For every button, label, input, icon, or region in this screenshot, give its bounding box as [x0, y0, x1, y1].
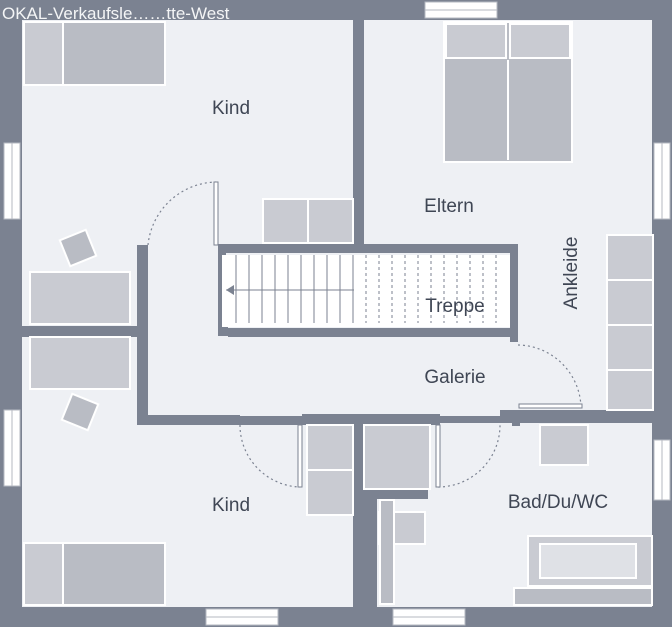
shower-tray: [363, 424, 431, 490]
washbasin: [539, 424, 589, 466]
wall-treppe-top: [218, 244, 518, 253]
furniture: [23, 21, 654, 606]
floor-galerie-south: [240, 336, 518, 416]
door-leaf-kind-bottom: [297, 424, 303, 488]
bathtub-basin: [539, 543, 637, 579]
doors: [147, 181, 582, 488]
watermark-text: OKAL-Verkaufsle……tte-West: [2, 4, 230, 23]
toilet-cistern: [379, 499, 395, 605]
pillow-eltern-left: [445, 23, 507, 59]
wall-galerie-south-west: [137, 415, 239, 425]
door-leaf-eltern: [518, 403, 583, 409]
wall-kind-eltern: [353, 20, 364, 246]
room-label-eltern: Eltern: [424, 196, 474, 217]
room-label-treppe: Treppe: [425, 296, 485, 317]
wall-kind-bad: [353, 415, 364, 607]
pillow-eltern-right: [509, 23, 571, 59]
desk-kind-top: [29, 271, 131, 325]
chair-kind-top: [58, 228, 98, 268]
pillow-kind-bottom: [23, 542, 64, 606]
door-swing-eltern: [517, 344, 582, 409]
stairs-arrow-icon: [226, 285, 234, 295]
wardrobe-ankleide: [606, 234, 654, 411]
wall-bad-stub: [512, 410, 520, 426]
bathtub-ledge: [513, 587, 653, 606]
stairs: [222, 255, 510, 327]
room-label-bad: Bad/Du/WC: [508, 492, 608, 513]
pillow-kind-top: [23, 21, 64, 86]
chair-kind-bottom: [60, 392, 100, 432]
desk-kind-bottom: [29, 336, 131, 390]
room-label-ankleide: Ankleide: [561, 237, 582, 310]
wall-bad-top: [500, 410, 652, 423]
door-swing-kind-top: [147, 181, 217, 246]
windows: [3, 1, 671, 626]
door-leaf-kind-top: [213, 181, 219, 246]
door-leaf-bad: [435, 424, 441, 488]
room-label-galerie: Galerie: [424, 367, 485, 388]
wall-galerie-south-mid: [302, 414, 440, 425]
door-leaves: [213, 181, 583, 488]
wall-kind-split: [22, 326, 138, 337]
wall-galerie-west: [137, 245, 148, 415]
door-swing-kind-bottom: [239, 424, 301, 488]
wall-bad-west: [364, 499, 377, 607]
wall-treppe-bottom: [228, 328, 518, 337]
door-swing-bad: [437, 424, 501, 488]
wall-wc-niche: [364, 489, 428, 499]
room-label-kind-bottom: Kind: [212, 495, 250, 516]
room-label-kind-top: Kind: [212, 98, 250, 119]
wall-treppe-east: [510, 244, 518, 342]
